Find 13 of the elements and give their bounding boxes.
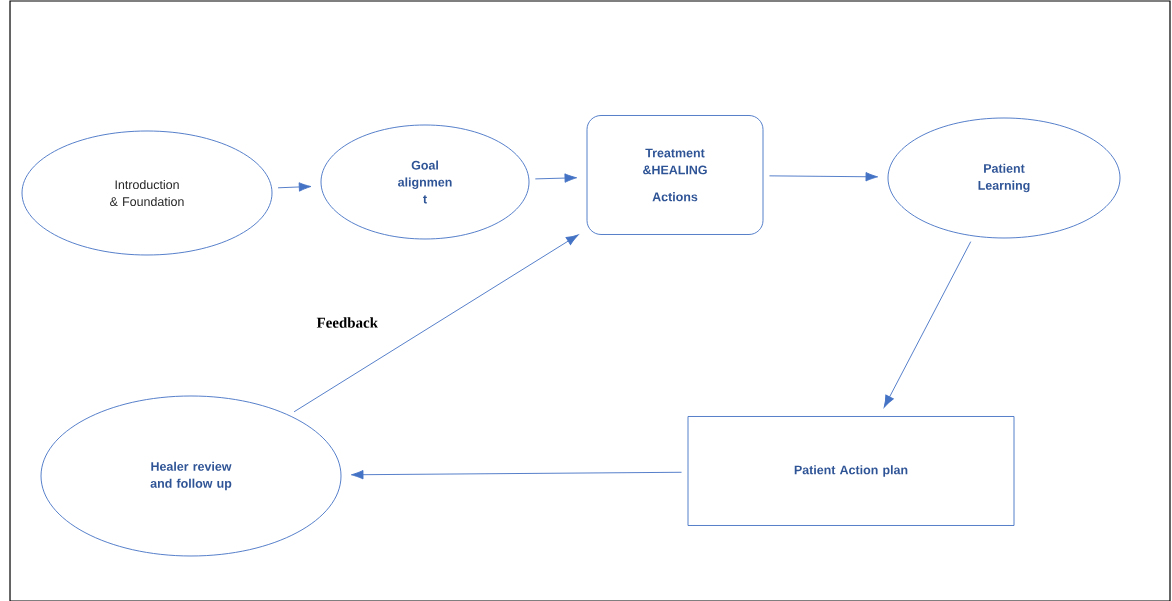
edge-label: Feedback [314,315,380,330]
ellipse-node: Introduction & Foundation [21,130,273,256]
ellipse-node: Healer review and follow up [40,395,342,557]
arrow [350,470,682,480]
arrow [534,173,578,183]
rounded-box: Treatment &HEALING Actions [586,115,764,235]
arrow [883,241,972,408]
process-box: Patient Action plan [687,416,1015,526]
ellipse-node: Patient Learning [887,117,1121,239]
arrow [293,234,579,413]
arrow [277,182,312,192]
arrow [769,172,879,182]
ellipse-node: Goal alignmen t [320,124,530,240]
